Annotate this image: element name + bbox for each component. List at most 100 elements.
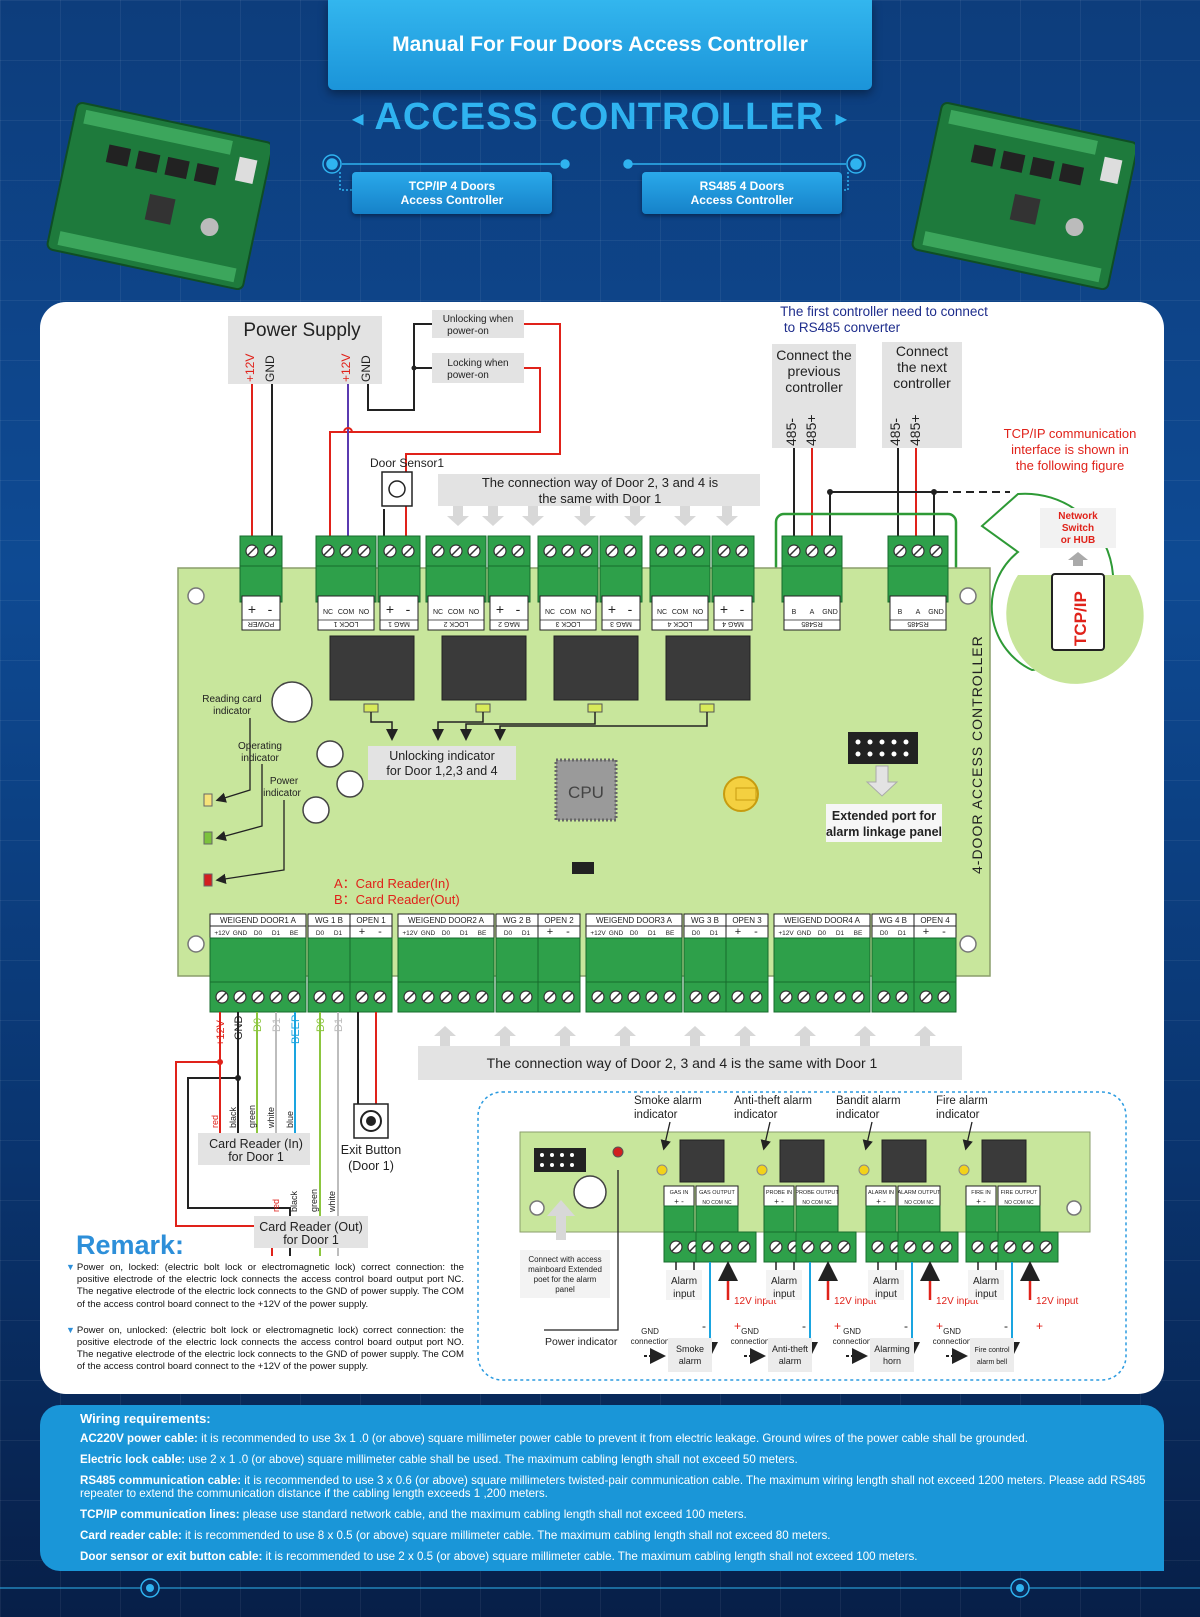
wiring-row-key: Card reader cable: xyxy=(80,1529,182,1542)
prev-ctrl-line2: previous xyxy=(788,363,841,379)
bottom-block-header: OPEN 3 xyxy=(732,916,762,925)
wiring-row-value: it is recommended to use 3 x 0.6 (or abo… xyxy=(80,1474,1146,1500)
remark-item-2: ▼ Power on, unlocked: (electric bolt loc… xyxy=(66,1325,464,1374)
bottom-pin-label: BE xyxy=(854,930,863,937)
alarm-device-box xyxy=(970,1338,1014,1372)
alarm-led xyxy=(756,1164,768,1176)
prev-485-minus: 485- xyxy=(783,418,799,446)
power-supply-label: Power Supply xyxy=(243,320,361,341)
alarm-device-box xyxy=(768,1338,812,1372)
wiring-row: TCP/IP communication lines: please use s… xyxy=(40,1508,1164,1521)
prev-485-plus: 485+ xyxy=(803,414,819,446)
top-pin-label: + xyxy=(248,601,256,617)
ps-term-gnd-a: GND xyxy=(263,355,277,382)
main-title-text: ACCESS CONTROLLER xyxy=(374,96,825,138)
reader-out-wire-black: black xyxy=(289,1190,299,1212)
wiring-row-value: it is recommended to use 2 x 0.5 (or abo… xyxy=(262,1550,918,1563)
bottom-pin-label: - xyxy=(566,926,570,938)
top-pin-label: COM xyxy=(338,609,355,616)
gnd-connection-label: GND xyxy=(641,1327,659,1336)
ext-port-line1: Extended port for xyxy=(832,809,936,823)
unlock-ind-line2: for Door 1,2,3 and 4 xyxy=(386,764,497,778)
top-pin-label: GND xyxy=(928,609,944,616)
unlock-on-line1: Unlocking when xyxy=(443,314,514,325)
top-pin-label: GND xyxy=(822,609,838,616)
v12-input-label: 12V input xyxy=(1036,1296,1078,1307)
alarm-indicator-label: Smoke alarm xyxy=(634,1095,702,1107)
wiring-row-value: it is recommended to use 8 x 0.5 (or abo… xyxy=(181,1529,831,1542)
top-pin-label: - xyxy=(516,601,521,617)
svg-text:+ -: + - xyxy=(976,1197,986,1206)
top-pin-label: - xyxy=(268,601,273,617)
svg-text:NO COM NC: NO COM NC xyxy=(904,1200,934,1206)
gnd-connection-label: connection xyxy=(933,1337,972,1346)
connect-note-line2: mainboard Extended xyxy=(528,1265,602,1274)
bottom-pin-label: D0 xyxy=(316,930,325,937)
reader-in-wire-black: black xyxy=(228,1106,238,1128)
jumper xyxy=(572,862,594,874)
gnd-connection-label: GND xyxy=(843,1327,861,1336)
alarm-device-label: alarm xyxy=(779,1356,802,1366)
alarm-input-label: Alarm xyxy=(973,1276,999,1287)
alarm-led xyxy=(656,1164,668,1176)
network-switch-line2: Switch xyxy=(1062,523,1094,534)
banner-title: Manual For Four Doors Access Controller xyxy=(392,33,808,56)
svg-text:-: - xyxy=(802,1319,806,1333)
alarm-power-led xyxy=(612,1146,624,1158)
same-connection-arrows-bottom xyxy=(434,1026,936,1046)
bottom-pin-label: + xyxy=(923,926,929,938)
wiring-row: Electric lock cable: use 2 x 1 .0 (or ab… xyxy=(40,1453,1164,1466)
reader-in-wire-red: red xyxy=(210,1115,220,1128)
bottom-pin-label: GND xyxy=(609,930,624,937)
wiring-title: Wiring requirements: xyxy=(80,1411,211,1426)
controller-board-photo-right xyxy=(911,102,1135,290)
footer-decoration xyxy=(0,1578,1200,1598)
alarm-device-label: Fire control xyxy=(974,1347,1009,1354)
wire-label-gnd: GND xyxy=(233,1016,245,1041)
remark-unlocked-text: Power on, unlocked: (electric bolt lock … xyxy=(76,1324,464,1373)
relay-2 xyxy=(441,635,527,701)
svg-text:-: - xyxy=(1004,1319,1008,1333)
top-pin-label: NO xyxy=(581,609,592,616)
same-connection-note-bottom xyxy=(418,1046,962,1080)
wiring-row-key: RS485 communication cable: xyxy=(80,1474,242,1487)
alarm-device-label: horn xyxy=(883,1356,901,1366)
main-title: ◀ ACCESS CONTROLLER ▶ xyxy=(352,96,848,138)
same-bottom-text: The connection way of Door 2, 3 and 4 is… xyxy=(487,1055,878,1071)
wiring-row-value: please use standard network cable, and t… xyxy=(239,1508,747,1521)
wire-label-12v: +12V xyxy=(215,1019,227,1046)
pill-rs485-line1: RS485 4 Doors xyxy=(699,179,785,193)
bottom-pin-label: + xyxy=(359,926,365,938)
led-operating xyxy=(203,831,213,845)
wiring-row-value: use 2 x 1 .0 (or above) square millimete… xyxy=(185,1453,798,1466)
exit-button-line1: Exit Button xyxy=(341,1143,401,1157)
next-485-plus: 485+ xyxy=(907,414,923,446)
wire-label-d1-b: D1 xyxy=(333,1018,345,1032)
network-switch-line3: or HUB xyxy=(1061,535,1095,546)
rs485-note-line1: The first controller need to connect xyxy=(780,304,988,319)
bottom-pin-label: D1 xyxy=(710,930,719,937)
gnd-connection-label: connection xyxy=(833,1337,872,1346)
alarm-device-label: Smoke xyxy=(676,1344,704,1354)
alarm-port-label: GAS OUTPUT xyxy=(699,1190,735,1196)
alarm-relay xyxy=(981,1139,1027,1183)
alarm-port-label: PROBE IN xyxy=(766,1190,792,1196)
alarm-device-label: Alarming xyxy=(874,1344,910,1354)
bottom-block-header: OPEN 2 xyxy=(544,916,574,925)
alarm-power-indicator-label: Power indicator xyxy=(545,1336,618,1348)
top-pin-label: A xyxy=(810,609,815,616)
next-ctrl-line1: Connect xyxy=(896,343,948,359)
connect-note-line1: Connect with access xyxy=(528,1255,601,1264)
led-reading xyxy=(203,793,213,807)
prev-ctrl-line3: controller xyxy=(785,379,843,395)
next-485-minus: 485- xyxy=(887,418,903,446)
reading-ind-line1: Reading card xyxy=(202,694,261,705)
top-pin-label: + xyxy=(496,601,504,617)
v12-input-label: 12V input xyxy=(936,1296,978,1307)
cpu-chip xyxy=(554,758,618,822)
top-block-label: LOCK 4 xyxy=(667,620,692,627)
bottom-pin-label: D1 xyxy=(522,930,531,937)
bottom-pin-label: D0 xyxy=(630,930,639,937)
